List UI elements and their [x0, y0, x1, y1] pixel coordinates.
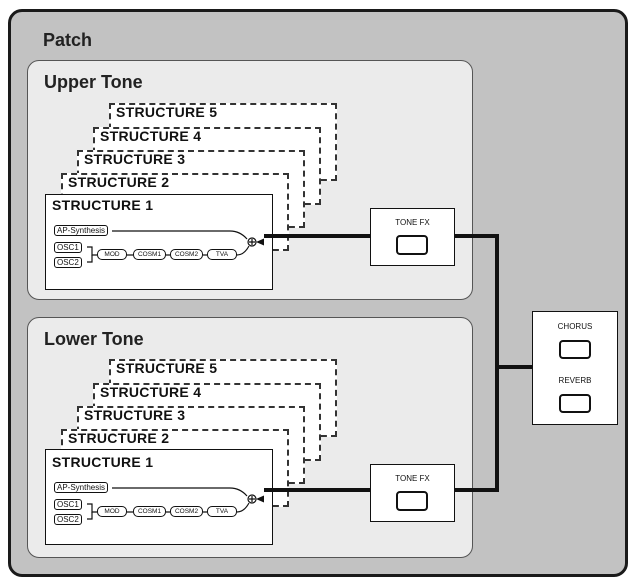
upper-tone-fx-knob-icon — [396, 235, 428, 255]
upper-ap-synthesis-box: AP-Synthesis — [54, 225, 109, 236]
upper-structure-2-label: STRUCTURE 2 — [68, 174, 170, 190]
upper-tone-title: Upper Tone — [44, 72, 143, 92]
lower-arrow-icon — [256, 495, 264, 503]
lower-tva-box: TVA — [207, 506, 237, 517]
lower-ap-synthesis-box: AP-Synthesis — [54, 482, 109, 493]
lower-structure-1-label: STRUCTURE 1 — [52, 454, 154, 470]
upper-tva-box: TVA — [207, 249, 237, 260]
upper-mix-plus — [249, 239, 255, 245]
fx-bus-wire — [455, 234, 499, 492]
lower-structure-1-box — [45, 449, 273, 545]
lower-ap-wire — [112, 487, 248, 497]
lower-cosm1-box: COSM1 — [133, 506, 166, 517]
lower-mod-box: MOD — [97, 506, 127, 517]
upper-mod-box: MOD — [97, 249, 127, 260]
lower-structure-5-label: STRUCTURE 5 — [116, 360, 218, 376]
upper-osc1-box: OSC1 — [54, 242, 82, 253]
reverb-label: REVERB — [558, 376, 592, 385]
lower-mix-plus — [249, 496, 255, 502]
upper-cosm2-box: COSM2 — [170, 249, 203, 260]
lower-structure-4-label: STRUCTURE 4 — [100, 384, 202, 400]
upper-ap-wire — [112, 230, 248, 240]
upper-structure-3-label: STRUCTURE 3 — [84, 151, 186, 167]
lower-tone-fx-knob-icon — [396, 491, 428, 511]
upper-osc1-wire — [87, 246, 97, 256]
patch-title: Patch — [43, 30, 93, 50]
lower-tva-wire — [236, 502, 250, 513]
upper-tone-fx-label: TONE FX — [395, 218, 430, 227]
lower-osc1-wire — [87, 503, 97, 513]
upper-structure-1-box — [45, 194, 273, 290]
upper-structure-5-label: STRUCTURE 5 — [116, 104, 218, 120]
upper-tva-wire — [236, 245, 250, 256]
chorus-label: CHORUS — [557, 322, 593, 331]
lower-osc2-box: OSC2 — [54, 514, 82, 525]
lower-tone-fx-label: TONE FX — [395, 474, 430, 483]
lower-cosm2-box: COSM2 — [170, 506, 203, 517]
chorus-knob-icon — [559, 340, 591, 359]
upper-structure-4-label: STRUCTURE 4 — [100, 128, 202, 144]
lower-structure-3-label: STRUCTURE 3 — [84, 407, 186, 423]
lower-osc2-wire — [87, 512, 93, 520]
upper-osc2-wire — [87, 255, 93, 263]
lower-tone-title: Lower Tone — [44, 329, 144, 349]
lower-structure-2-label: STRUCTURE 2 — [68, 430, 170, 446]
upper-cosm1-box: COSM1 — [133, 249, 166, 260]
reverb-knob-icon — [559, 394, 591, 413]
upper-structure-1-label: STRUCTURE 1 — [52, 197, 154, 213]
upper-osc2-box: OSC2 — [54, 257, 82, 268]
lower-osc1-box: OSC1 — [54, 499, 82, 510]
upper-arrow-icon — [256, 238, 264, 246]
